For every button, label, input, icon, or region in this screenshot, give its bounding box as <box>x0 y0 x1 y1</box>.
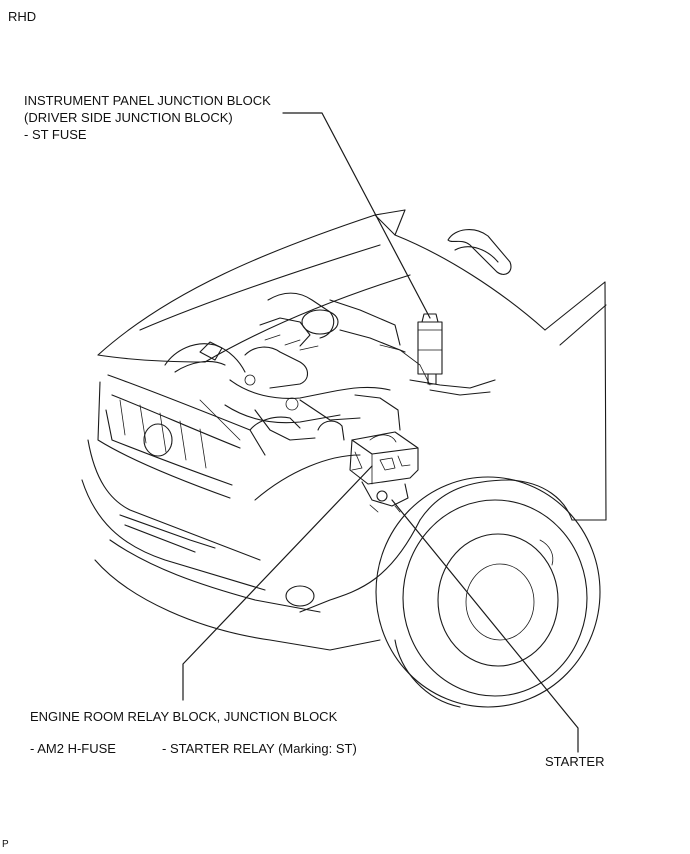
hood <box>97 209 546 363</box>
engine-bay <box>164 292 496 443</box>
ipjb-unit <box>417 313 443 385</box>
front-wheel <box>375 476 601 708</box>
starter-unit <box>361 481 409 513</box>
engine-room-leader <box>182 465 373 701</box>
am2-fuse-label: - AM2 H-FUSE <box>30 741 116 756</box>
front-fender <box>254 454 607 651</box>
footer-code: P <box>2 839 9 850</box>
leader-lines <box>182 112 579 753</box>
starter-relay-label: - STARTER RELAY (Marking: ST) <box>162 741 357 756</box>
ipjb-leader <box>282 112 431 319</box>
engine-room-relay-block <box>349 431 419 485</box>
engine-room-block-label: ENGINE ROOM RELAY BLOCK, JUNCTION BLOCK <box>30 709 338 724</box>
front-grille <box>97 374 301 499</box>
front-bumper <box>81 439 321 641</box>
ipjb-label-line1: INSTRUMENT PANEL JUNCTION BLOCK <box>24 93 271 108</box>
ipjb-label-line3: - ST FUSE <box>24 127 87 142</box>
starter-label: STARTER <box>545 754 605 769</box>
variant-label: RHD <box>8 9 37 24</box>
ipjb-label-line2: (DRIVER SIDE JUNCTION BLOCK) <box>24 110 233 125</box>
starter-leader <box>391 499 579 753</box>
windshield-frame <box>447 229 607 521</box>
